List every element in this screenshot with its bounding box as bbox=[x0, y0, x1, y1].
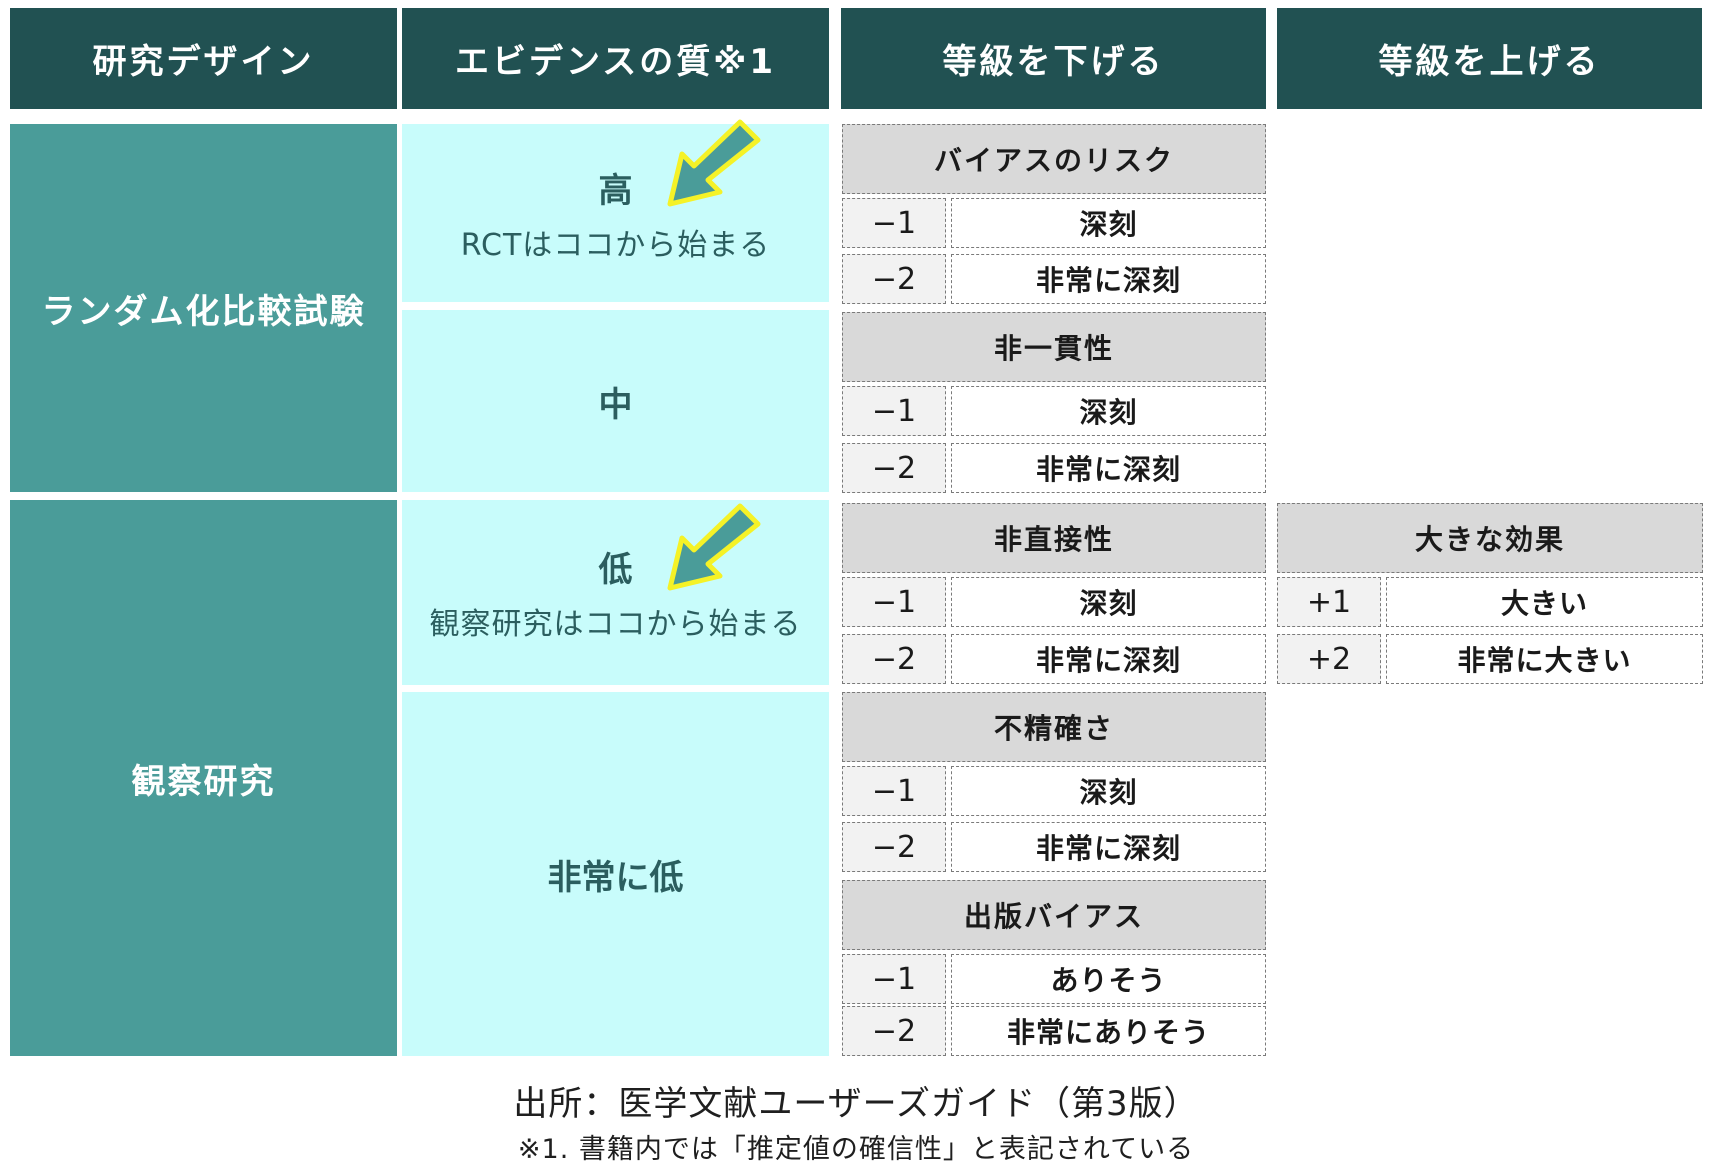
factor-inconsistency: 非一貫性 bbox=[842, 312, 1266, 382]
quality-moderate-level: 中 bbox=[598, 384, 633, 425]
quality-high-level: 高 bbox=[598, 170, 633, 211]
factor-severity: 非常に大きい bbox=[1386, 634, 1703, 684]
factor-severity: 非常に深刻 bbox=[951, 443, 1266, 493]
factor-severity: 深刻 bbox=[951, 577, 1266, 627]
header-downgrade: 等級を下げる bbox=[841, 8, 1266, 109]
quality-low-cell: 低 観察研究はココから始まる bbox=[402, 500, 829, 685]
factor-score: −2 bbox=[842, 254, 946, 304]
factor-severity: 非常に深刻 bbox=[951, 634, 1266, 684]
factor-risk-of-bias: バイアスのリスク bbox=[842, 124, 1266, 194]
factor-score: −1 bbox=[842, 198, 946, 248]
factor-score: −1 bbox=[842, 766, 946, 816]
factor-score: −1 bbox=[842, 386, 946, 436]
factor-score: −2 bbox=[842, 822, 946, 872]
factor-severity: 大きい bbox=[1386, 577, 1703, 627]
quality-moderate-cell: 中 bbox=[402, 310, 829, 492]
quality-low-note: 観察研究はココから始まる bbox=[429, 607, 802, 642]
factor-indirectness: 非直接性 bbox=[842, 503, 1266, 573]
quality-very-low-cell: 非常に低 bbox=[402, 692, 829, 1056]
quality-high-note: RCTはココから始まる bbox=[460, 227, 771, 263]
factor-severity: 非常に深刻 bbox=[951, 822, 1266, 872]
factor-severity: 深刻 bbox=[951, 386, 1266, 436]
factor-severity: 深刻 bbox=[951, 766, 1266, 816]
header-evidence-quality: エビデンスの質※1 bbox=[402, 8, 829, 109]
quality-very-low-level: 非常に低 bbox=[547, 857, 684, 898]
start-arrow-observational-icon bbox=[667, 503, 761, 591]
factor-severity: 深刻 bbox=[951, 198, 1266, 248]
factor-severity: 非常にありそう bbox=[951, 1006, 1266, 1056]
header-study-design: 研究デザイン bbox=[10, 8, 397, 109]
factor-score: −1 bbox=[842, 577, 946, 627]
quality-high-cell: 高 RCTはココから始まる bbox=[402, 124, 829, 302]
factor-imprecision: 不精確さ bbox=[842, 692, 1266, 762]
footnote: ※1. 書籍内では「推定値の確信性」と表記されている bbox=[517, 1133, 1195, 1165]
factor-score: −2 bbox=[842, 1006, 946, 1056]
factor-severity: 非常に深刻 bbox=[951, 254, 1266, 304]
design-rct: ランダム化比較試験 bbox=[10, 124, 397, 492]
header-upgrade: 等級を上げる bbox=[1277, 8, 1702, 109]
design-observational: 観察研究 bbox=[10, 500, 397, 1056]
quality-low-level: 低 bbox=[598, 550, 633, 590]
factor-score: +2 bbox=[1277, 634, 1381, 684]
factor-large-effect: 大きな効果 bbox=[1277, 503, 1703, 573]
factor-score: +1 bbox=[1277, 577, 1381, 627]
factor-severity: ありそう bbox=[951, 954, 1266, 1004]
factor-score: −2 bbox=[842, 634, 946, 684]
start-arrow-rct-icon bbox=[667, 119, 761, 207]
factor-score: −2 bbox=[842, 443, 946, 493]
source-citation: 出所：医学文献ユーザーズガイド（第3版） bbox=[513, 1083, 1199, 1124]
factor-publication-bias: 出版バイアス bbox=[842, 880, 1266, 950]
factor-score: −1 bbox=[842, 954, 946, 1004]
